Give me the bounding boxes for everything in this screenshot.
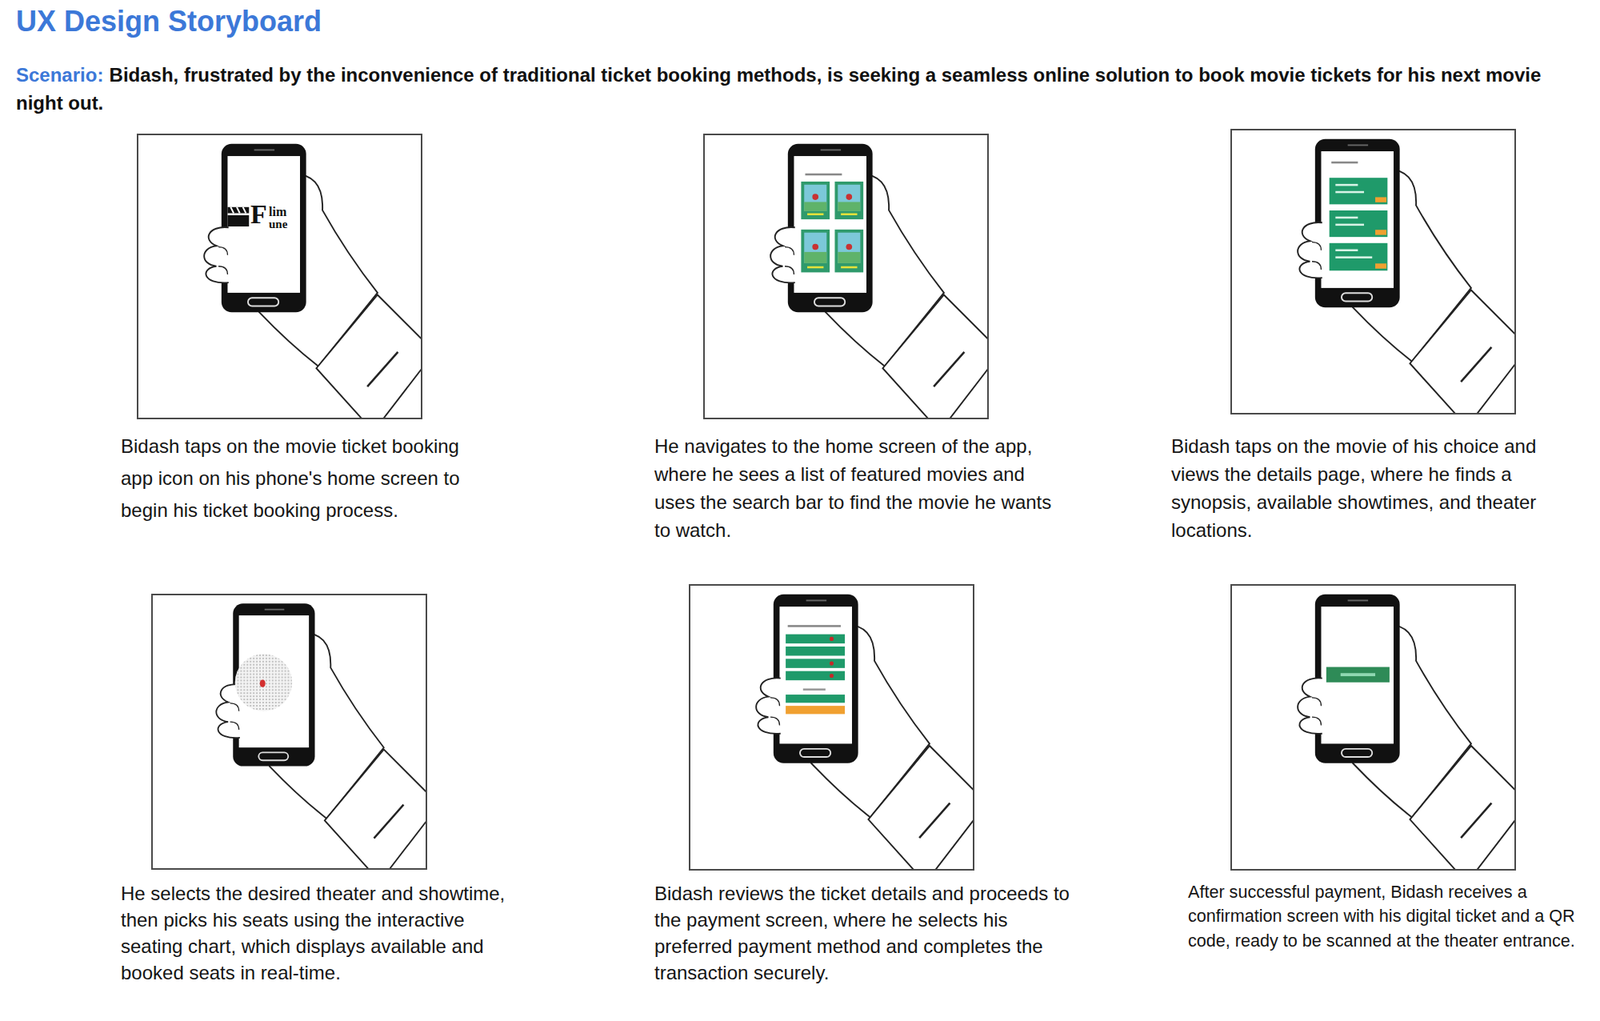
phone-illustration: [136, 133, 423, 420]
phone-illustration: [1230, 128, 1516, 415]
storyboard-title: UX Design Storyboard: [16, 4, 322, 39]
hand-phone: [1297, 139, 1516, 415]
clapper-icon: [227, 207, 249, 227]
storyboard-panel: Bidash reviews the ticket details and pr…: [688, 584, 975, 871]
hand-phone: [756, 594, 975, 871]
app-logo-text: une: [268, 218, 288, 231]
hand-phone: [204, 144, 423, 420]
hand-phone: [216, 603, 428, 870]
payment-screen: [785, 624, 845, 714]
hand-phone: [770, 144, 989, 420]
movie-posters: [800, 173, 864, 273]
movie-list: [1329, 161, 1388, 271]
app-logo-text: lim: [268, 205, 287, 219]
phone-illustration: [1230, 584, 1516, 871]
panel-caption: He navigates to the home screen of the a…: [654, 432, 1071, 544]
panel-caption: Bidash taps on the movie ticket booking …: [120, 430, 465, 527]
panel-caption: He selects the desired theater and showt…: [120, 880, 521, 986]
phone-illustration: [688, 584, 975, 871]
hand-phone: [1297, 594, 1516, 871]
panel-caption: Bidash reviews the ticket details and pr…: [654, 880, 1079, 986]
scenario-line: Scenario:Bidash, frustrated by the incon…: [16, 60, 1580, 117]
storyboard-panel: Bidash taps on the movie of his choice a…: [1230, 128, 1516, 415]
panel-caption: Bidash taps on the movie of his choice a…: [1171, 432, 1572, 544]
seating-chart: [235, 653, 292, 711]
storyboard-panel: After successful payment, Bidash receive…: [1230, 584, 1516, 871]
panel-caption: After successful payment, Bidash receive…: [1188, 880, 1596, 953]
app-logo-letter: F: [250, 200, 268, 228]
storyboard-panel: He selects the desired theater and showt…: [151, 593, 428, 870]
scenario-text: Bidash, frustrated by the inconvenience …: [16, 64, 1541, 114]
storyboard-panel: He navigates to the home screen of the a…: [703, 133, 989, 420]
storyboard-panel: Bidash taps on the movie ticket booking …: [136, 133, 423, 420]
scenario-label: Scenario:: [16, 64, 104, 86]
confirmation-screen: [1326, 667, 1390, 683]
phone-illustration: [151, 593, 428, 870]
phone-illustration: [703, 133, 989, 420]
